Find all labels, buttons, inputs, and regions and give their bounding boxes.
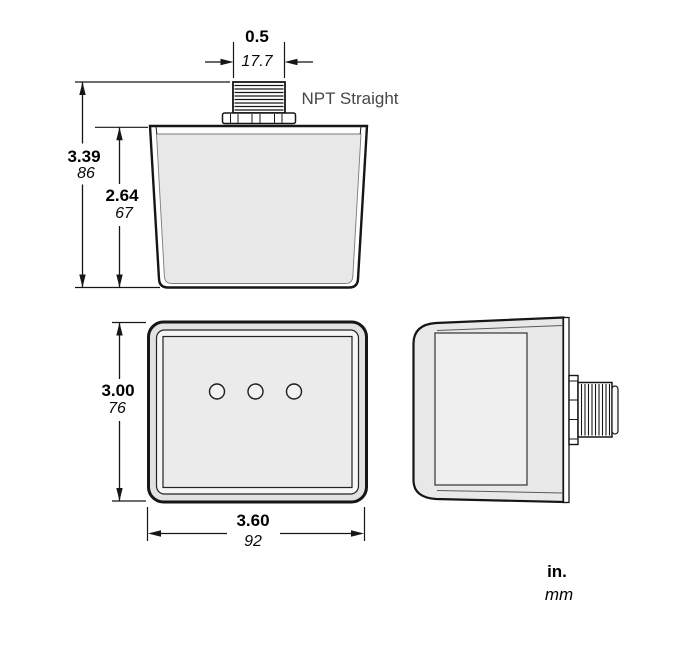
npt-connector-top-icon [221,81,297,125]
arrowhead-left-icon [284,58,298,66]
arrowhead-right-icon [351,530,364,537]
npt-side-flange [568,374,579,446]
arrowhead-down-icon [79,274,86,288]
indicator-holes [208,383,303,400]
arrowhead-up-icon [116,127,123,141]
dim-connector-width-mm: 17.7 [241,53,273,70]
front-face-panel [162,335,353,489]
npt-connector-side-icon [568,374,619,446]
side-view [412,316,619,504]
indicator-hole-1 [208,383,226,400]
lid-corner-notches [155,125,362,135]
dimension-body-height [95,126,148,288]
top-elevation-view [148,81,369,289]
dim-front-width-mm: 92 [244,533,262,550]
arrowhead-right-icon [220,58,234,66]
arrowhead-up-icon [116,322,123,336]
dimension-connector-width [205,42,313,78]
npt-thread-lines [234,84,284,111]
dim-front-height-in: 3.00 [101,381,135,400]
arrowhead-up-icon [79,82,86,95]
npt-hex-facets [230,114,283,123]
npt-side-flange-lines [569,380,578,440]
front-view [147,320,368,504]
indicator-hole-2 [247,383,264,400]
units-legend-inch: in. [547,562,567,581]
dim-overall-height-in: 3.39 [67,147,101,166]
dim-body-height-mm: 67 [115,205,133,222]
npt-thread-body [232,81,286,114]
dim-front-height-mm: 76 [108,400,126,417]
units-legend-metric: mm [544,585,574,604]
side-body-inner-edges [436,325,564,494]
enclosure-body-panel [156,133,362,284]
dimension-overall-height [75,81,230,289]
dimension-front-width [146,507,366,541]
dim-overall-height-mm: 86 [77,165,95,182]
dim-connector-width-in: 0.5 [245,27,269,46]
dim-body-height-in: 2.64 [105,186,139,205]
arrowhead-left-icon [148,530,161,537]
npt-side-end-cap [611,385,619,435]
dim-front-width-in: 3.60 [236,511,270,530]
arrowhead-down-icon [116,274,123,288]
arrowhead-down-icon [116,488,123,501]
side-inner-panel [434,332,528,486]
indicator-hole-3 [285,383,303,400]
connector-type-label: NPT Straight [301,89,399,108]
npt-hex-flange [221,112,297,125]
dimension-front-height [112,321,146,502]
npt-side-thread-lines [580,384,611,436]
mounting-face-plate [562,316,570,504]
